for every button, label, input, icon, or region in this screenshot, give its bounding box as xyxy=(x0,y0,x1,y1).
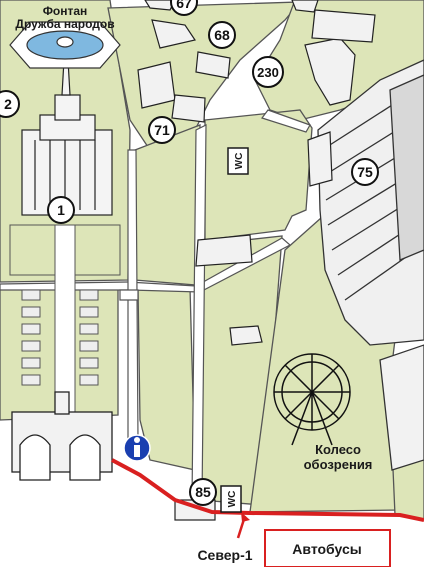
main-entrance-arch xyxy=(11,391,113,481)
wc-sign: WC xyxy=(227,147,249,175)
marker-1[interactable]: 1 xyxy=(47,196,75,224)
marker-2[interactable]: 2 xyxy=(0,90,20,118)
red-route-line xyxy=(111,458,424,522)
ferris-wheel-label-line2: обозрения xyxy=(304,457,373,472)
svg-text:WC: WC xyxy=(227,491,238,508)
svg-text:2: 2 xyxy=(4,96,12,112)
fountain-label-line1: Фонтан xyxy=(43,4,88,18)
fountain-label-line2: Дружба народов xyxy=(15,17,114,31)
up-arrow-icon xyxy=(236,512,250,539)
svg-text:67: 67 xyxy=(176,0,192,11)
marker-85[interactable]: 85 xyxy=(189,478,217,506)
marker-71[interactable]: 71 xyxy=(148,116,176,144)
marker-68[interactable]: 68 xyxy=(208,21,236,49)
svg-text:1: 1 xyxy=(57,202,65,218)
info-icon[interactable] xyxy=(123,434,151,462)
fountain-druzhba-narodov xyxy=(9,21,121,69)
central-alley xyxy=(9,224,121,426)
marker-75[interactable]: 75 xyxy=(351,158,379,186)
marker-67[interactable]: 67 xyxy=(170,0,198,16)
svg-text:75: 75 xyxy=(357,164,373,180)
svg-text:230: 230 xyxy=(257,65,279,80)
svg-text:WC: WC xyxy=(234,153,245,170)
bus-stop-box xyxy=(264,529,391,567)
exit-sever-1-label: Север-1 xyxy=(197,547,252,563)
svg-text:85: 85 xyxy=(195,484,211,500)
svg-text:71: 71 xyxy=(154,122,170,138)
svg-text:68: 68 xyxy=(214,27,230,43)
marker-230[interactable]: 230 xyxy=(252,56,284,88)
buses-label: Автобусы xyxy=(292,541,361,557)
wc-sign: WC xyxy=(220,485,242,513)
ferris-wheel-icon xyxy=(273,353,351,446)
ferris-wheel-label-line1: Колесо xyxy=(315,442,361,457)
walkways xyxy=(0,109,311,501)
pavilion-75 xyxy=(317,59,424,471)
